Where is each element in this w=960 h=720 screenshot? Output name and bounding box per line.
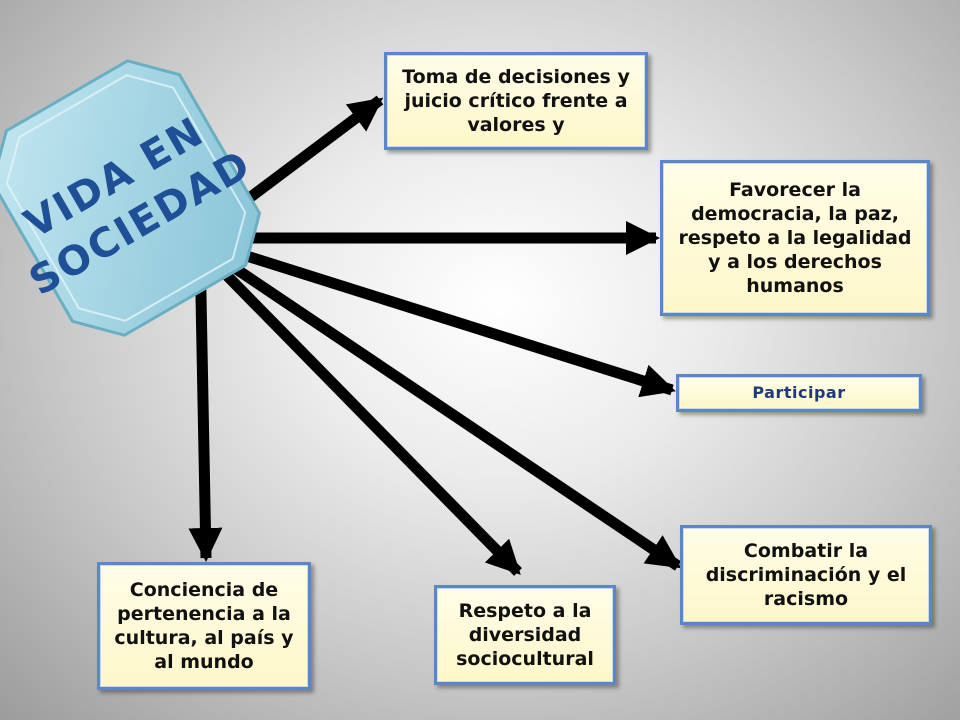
arrow-to-conciencia bbox=[188, 243, 223, 562]
node-diversidad: Respeto a la diversidad sociocultural bbox=[434, 585, 616, 685]
node-toma-decisiones: Toma de decisiones y juicio crítico fren… bbox=[384, 52, 648, 150]
badge-shape bbox=[0, 59, 262, 337]
arrow-to-participar bbox=[194, 234, 676, 398]
node-conciencia-text: Conciencia de pertenencia a la cultura, … bbox=[114, 579, 294, 673]
node-toma-decisiones-text: Toma de decisiones y juicio crítico fren… bbox=[402, 66, 630, 136]
node-discriminacion: Combatir la discriminación y el racismo bbox=[680, 525, 932, 625]
node-diversidad-text: Respeto a la diversidad sociocultural bbox=[456, 600, 594, 670]
node-conciencia: Conciencia de pertenencia a la cultura, … bbox=[97, 562, 311, 690]
arrow-to-diversidad bbox=[192, 240, 522, 576]
node-participar-text: Participar bbox=[752, 383, 846, 402]
node-democracia-text: Favorecer la democracia, la paz, respeto… bbox=[678, 179, 912, 297]
node-participar: Participar bbox=[676, 374, 922, 412]
arrow-to-discriminacion bbox=[192, 237, 682, 571]
node-discriminacion-text: Combatir la discriminación y el racismo bbox=[705, 540, 907, 610]
node-democracia: Favorecer la democracia, la paz, respeto… bbox=[660, 160, 930, 316]
